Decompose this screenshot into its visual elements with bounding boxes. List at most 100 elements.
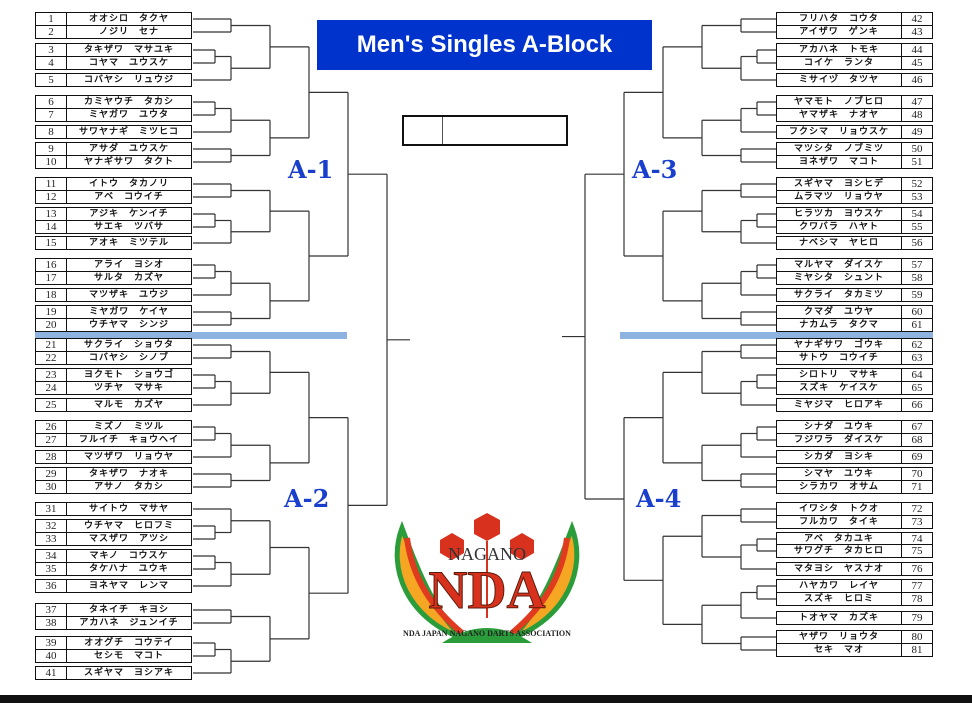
player-name: マツザキ ユウジ xyxy=(88,290,169,300)
seed-number: 26 xyxy=(36,421,67,433)
player-name: ヨクモト ショウゴ xyxy=(83,370,174,380)
seed-number: 61 xyxy=(901,319,932,331)
player-name: アジキ ケンイチ xyxy=(89,209,169,219)
seed-number: 21 xyxy=(36,339,67,351)
player-name: オオシロ タクヤ xyxy=(88,14,169,24)
player-name: フジワラ ダイスケ xyxy=(794,435,884,445)
seed-number: 51 xyxy=(901,156,932,168)
seed-number: 52 xyxy=(901,178,932,190)
player-name: ナベシマ ヤヒロ xyxy=(798,238,879,248)
player-name: アカハネ トモキ xyxy=(798,45,879,55)
seed-number: 73 xyxy=(901,516,932,528)
player-name: タキザワ ナオキ xyxy=(88,469,169,479)
player-name: イトウ タカノリ xyxy=(88,179,169,189)
seed-number: 65 xyxy=(901,382,932,394)
player-name: クワバラ ハヤト xyxy=(799,222,879,232)
logo-main-text: NDA xyxy=(429,560,546,620)
seed-number: 67 xyxy=(901,421,932,433)
seed-number: 17 xyxy=(36,272,67,284)
player-name: フルカワ タイキ xyxy=(799,517,879,527)
seed-number: 77 xyxy=(901,580,932,592)
player-name: ミズノ ミツル xyxy=(93,422,164,432)
player-name: ムラマツ リョウヤ xyxy=(794,192,884,202)
seed-number: 23 xyxy=(36,369,67,381)
player-name: シロトリ マサキ xyxy=(798,370,879,380)
player-name: サクライ タカミツ xyxy=(793,290,884,300)
seed-number: 31 xyxy=(36,503,67,515)
player-name: ミヤシタ シュント xyxy=(793,273,884,283)
player-name: シラカワ オサム xyxy=(799,482,879,492)
seed-number: 5 xyxy=(36,74,67,86)
player-name: タネイチ キヨシ xyxy=(88,605,169,615)
player-name: サワグチ タカヒロ xyxy=(793,546,884,556)
player-name: マキノ コウスケ xyxy=(89,551,169,561)
player-row-64: シロトリ マサキ 64 xyxy=(776,368,933,382)
player-row-61: ナカムラ タクマ 61 xyxy=(776,318,933,332)
player-name: サトウ コウイチ xyxy=(799,353,879,363)
player-row-65: スズキ ケイスケ 65 xyxy=(776,381,933,395)
seed-number: 41 xyxy=(36,667,67,679)
player-name: シマヤ ユウキ xyxy=(803,469,874,479)
seed-number: 71 xyxy=(901,481,932,493)
player-name: ナカムラ タクマ xyxy=(799,320,879,330)
player-name: ミヤガワ ユウタ xyxy=(88,110,169,120)
player-name: マルモ カズヤ xyxy=(93,400,164,410)
seed-number: 3 xyxy=(36,44,67,56)
player-name: サワヤナギ ミツヒコ xyxy=(78,127,179,137)
player-name: アサノ タカシ xyxy=(94,482,164,492)
seed-number: 18 xyxy=(36,289,67,301)
seed-number: 64 xyxy=(901,369,932,381)
player-name: ミヤジマ ヒロアキ xyxy=(793,400,884,410)
player-name: シナダ ユウキ xyxy=(803,422,874,432)
seed-number: 37 xyxy=(36,604,67,616)
player-name: フクシマ リョウスケ xyxy=(788,127,889,137)
player-row-37: 37 タネイチ キヨシ xyxy=(35,603,192,617)
seed-number: 25 xyxy=(36,399,67,411)
seed-number: 19 xyxy=(36,306,67,318)
player-name: ヤザワ リョウタ xyxy=(798,632,879,642)
player-name: マツザワ リョウヤ xyxy=(83,452,174,462)
seed-number: 72 xyxy=(901,503,932,515)
player-name: スズキ ケイスケ xyxy=(799,383,879,393)
seed-number: 56 xyxy=(901,237,932,249)
player-name: サエキ ツバサ xyxy=(93,222,164,232)
page-title: Men's Singles A-Block xyxy=(317,20,652,70)
player-name: マルヤマ ダイスケ xyxy=(794,260,884,270)
player-row-18: 18 マツザキ ユウジ xyxy=(35,288,192,302)
player-row-26: 26 ミズノ ミツル xyxy=(35,420,192,434)
player-name: ヤマモト ノブヒロ xyxy=(793,97,884,107)
block-label-a4: A-4 xyxy=(636,484,682,513)
seed-number: 15 xyxy=(36,237,67,249)
seed-number: 53 xyxy=(901,191,932,203)
player-name: ノジリ セナ xyxy=(98,27,159,37)
seed-number: 2 xyxy=(36,26,67,38)
